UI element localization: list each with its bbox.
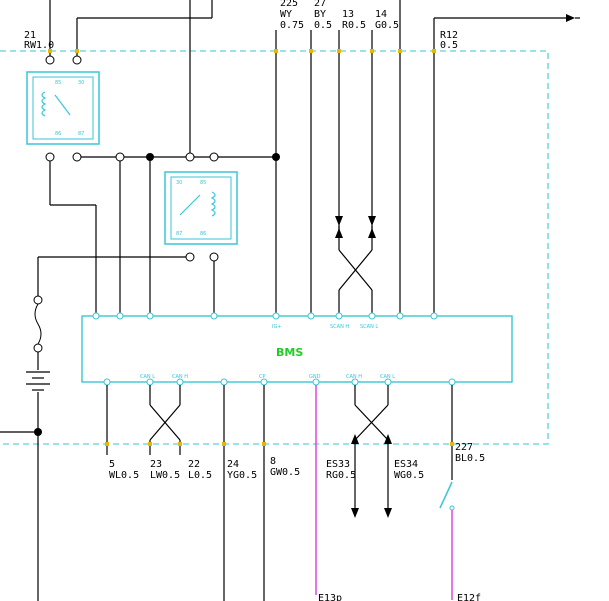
top-wire-labels: 21 RW1.0 225 WY 0.75 27 BY 0.5 13 R0.5 1… bbox=[24, 0, 458, 51]
wire-27-num: 27 bbox=[314, 0, 326, 9]
wire-r12-num: R12 bbox=[440, 30, 458, 41]
relay2-pin-87: 87 bbox=[176, 231, 182, 237]
wire-24-num: 24 bbox=[227, 459, 239, 470]
connector-e13p: E13p bbox=[318, 593, 342, 601]
wire-225-size: 0.75 bbox=[280, 20, 304, 31]
pin-ig: IG+ bbox=[272, 324, 282, 330]
pin-can-h-2: CAN H bbox=[346, 374, 362, 380]
relay-2: 30 85 87 86 bbox=[164, 171, 238, 245]
pin-can-l-2: CAN L bbox=[380, 374, 395, 380]
connector-e12f: E12f bbox=[457, 593, 481, 601]
wire-5-spec: WL0.5 bbox=[109, 470, 139, 481]
wire-5-num: 5 bbox=[109, 459, 115, 470]
wire-23-spec: LW0.5 bbox=[150, 470, 180, 481]
wire-22-num: 22 bbox=[188, 459, 200, 470]
wire-13-spec: R0.5 bbox=[342, 20, 366, 31]
splice-marks bbox=[48, 49, 454, 446]
bottom-wires bbox=[106, 385, 455, 601]
fuse bbox=[33, 295, 43, 353]
wire-227-spec: BL0.5 bbox=[455, 453, 485, 464]
relay2-pin-86: 86 bbox=[200, 231, 206, 237]
wire-27-size: 0.5 bbox=[314, 20, 332, 31]
wire-8-num: 8 bbox=[270, 456, 276, 467]
wire-es34-spec: WG0.5 bbox=[394, 470, 424, 481]
wire-22-spec: L0.5 bbox=[188, 470, 212, 481]
wire-23-num: 23 bbox=[150, 459, 162, 470]
wire-27-color: BY bbox=[314, 9, 326, 20]
pin-gnd: GND bbox=[309, 374, 321, 380]
wire-8-spec: GW0.5 bbox=[270, 467, 300, 478]
wire-225-color: WY bbox=[280, 9, 292, 20]
relay2-pin-85: 85 bbox=[200, 180, 206, 186]
wire-24-spec: YG0.5 bbox=[227, 470, 257, 481]
wire-es34-num: ES34 bbox=[394, 459, 418, 470]
pin-can-h-1: CAN H bbox=[172, 374, 188, 380]
wire-r12-size: 0.5 bbox=[440, 40, 458, 51]
wire-227-num: 227 bbox=[455, 442, 473, 453]
bottom-wire-labels: 5 WL0.5 23 LW0.5 22 L0.5 24 YG0.5 8 GW0.… bbox=[109, 442, 485, 601]
wire-21-spec: RW1.0 bbox=[24, 40, 54, 51]
pin-scan-l: SCAN L bbox=[360, 324, 378, 330]
pin-cp: CP bbox=[259, 374, 266, 380]
harness-boundary bbox=[0, 50, 549, 445]
pin-scan-h: SCAN H bbox=[330, 324, 349, 330]
wire-es33-spec: RG0.5 bbox=[326, 470, 356, 481]
pin-can-l-1: CAN L bbox=[140, 374, 155, 380]
top-wires bbox=[49, 0, 580, 316]
module-top-pins bbox=[92, 312, 438, 320]
module-bottom-pins bbox=[103, 378, 456, 386]
wire-225-num: 225 bbox=[280, 0, 298, 9]
module-title: BMS bbox=[276, 346, 303, 359]
relay1-pin-86: 86 bbox=[55, 131, 61, 137]
relay2-pin-30: 30 bbox=[176, 180, 182, 186]
relay1-pin-85: 85 bbox=[55, 80, 61, 86]
wire-es33-num: ES33 bbox=[326, 459, 350, 470]
battery bbox=[26, 371, 50, 391]
bms-module: BMS IG+ SCAN H SCAN L CAN L CAN H CP GND… bbox=[81, 315, 513, 383]
wire-14-num: 14 bbox=[375, 9, 387, 20]
scan-twisted-pair bbox=[335, 216, 376, 316]
relay-1: 85 30 86 87 bbox=[26, 71, 100, 145]
wire-14-spec: G0.5 bbox=[375, 20, 399, 31]
wire-21-num: 21 bbox=[24, 30, 36, 41]
wire-13-num: 13 bbox=[342, 9, 354, 20]
relay1-pin-30: 30 bbox=[78, 80, 84, 86]
relay1-pin-87: 87 bbox=[78, 131, 84, 137]
